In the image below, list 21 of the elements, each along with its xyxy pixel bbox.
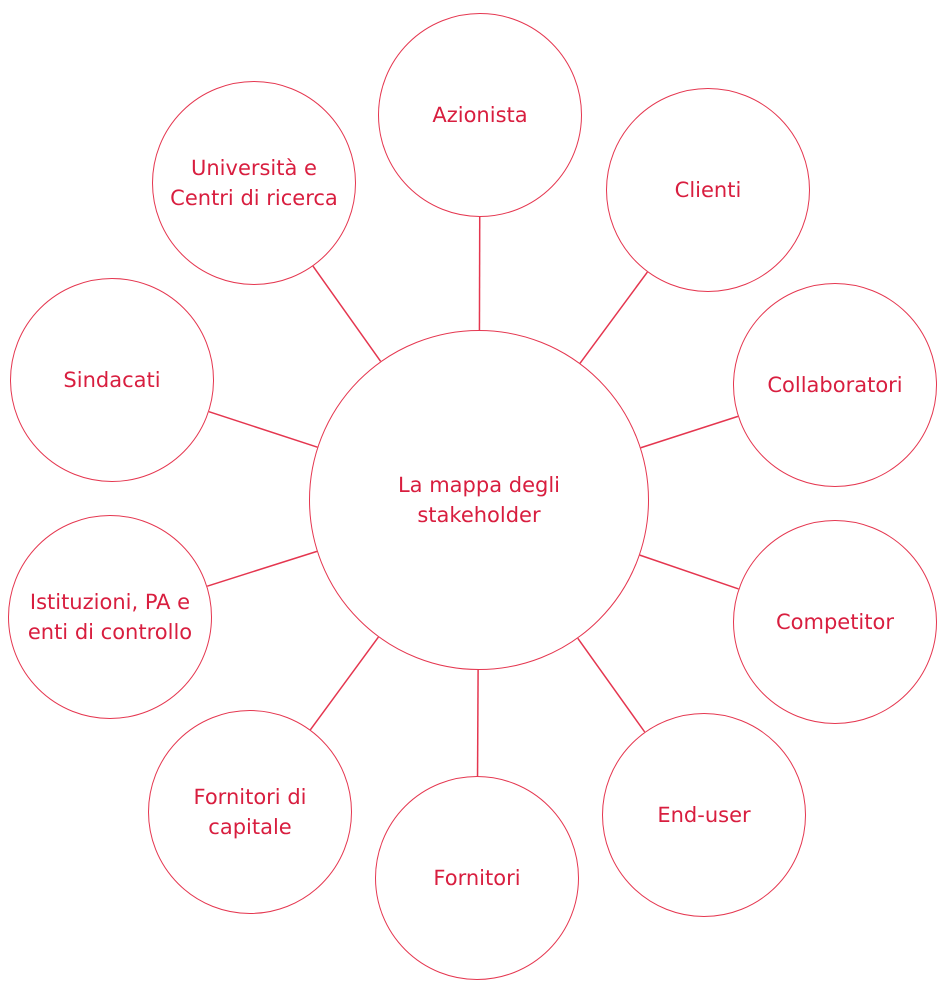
connector-line	[640, 416, 738, 448]
circle-label: Clienti	[674, 177, 742, 204]
circle-label: Fornitori	[432, 865, 522, 892]
circle-label: La mappa degli stakeholder	[396, 472, 562, 529]
circle-label: Competitor	[774, 609, 895, 636]
circle-label: Istituzioni, PA e enti di controllo	[26, 589, 194, 646]
connector-line	[579, 272, 648, 364]
connector-line	[207, 550, 318, 587]
circle-label: End-user	[656, 802, 752, 829]
circle-label: Fornitori di capitale	[192, 784, 308, 841]
connector-line	[476, 670, 479, 776]
circle-label: Azionista	[431, 102, 529, 129]
circle-label: Sindacati	[62, 367, 162, 394]
connector-line	[577, 638, 646, 732]
connector-line	[478, 217, 480, 330]
circle-label: Collaboratori	[766, 372, 904, 399]
connector-line	[640, 554, 739, 590]
connector-line	[310, 636, 380, 730]
connector-line	[312, 266, 382, 362]
circle-label: Università e Centri di ricerca	[169, 155, 339, 212]
connector-line	[208, 410, 318, 448]
